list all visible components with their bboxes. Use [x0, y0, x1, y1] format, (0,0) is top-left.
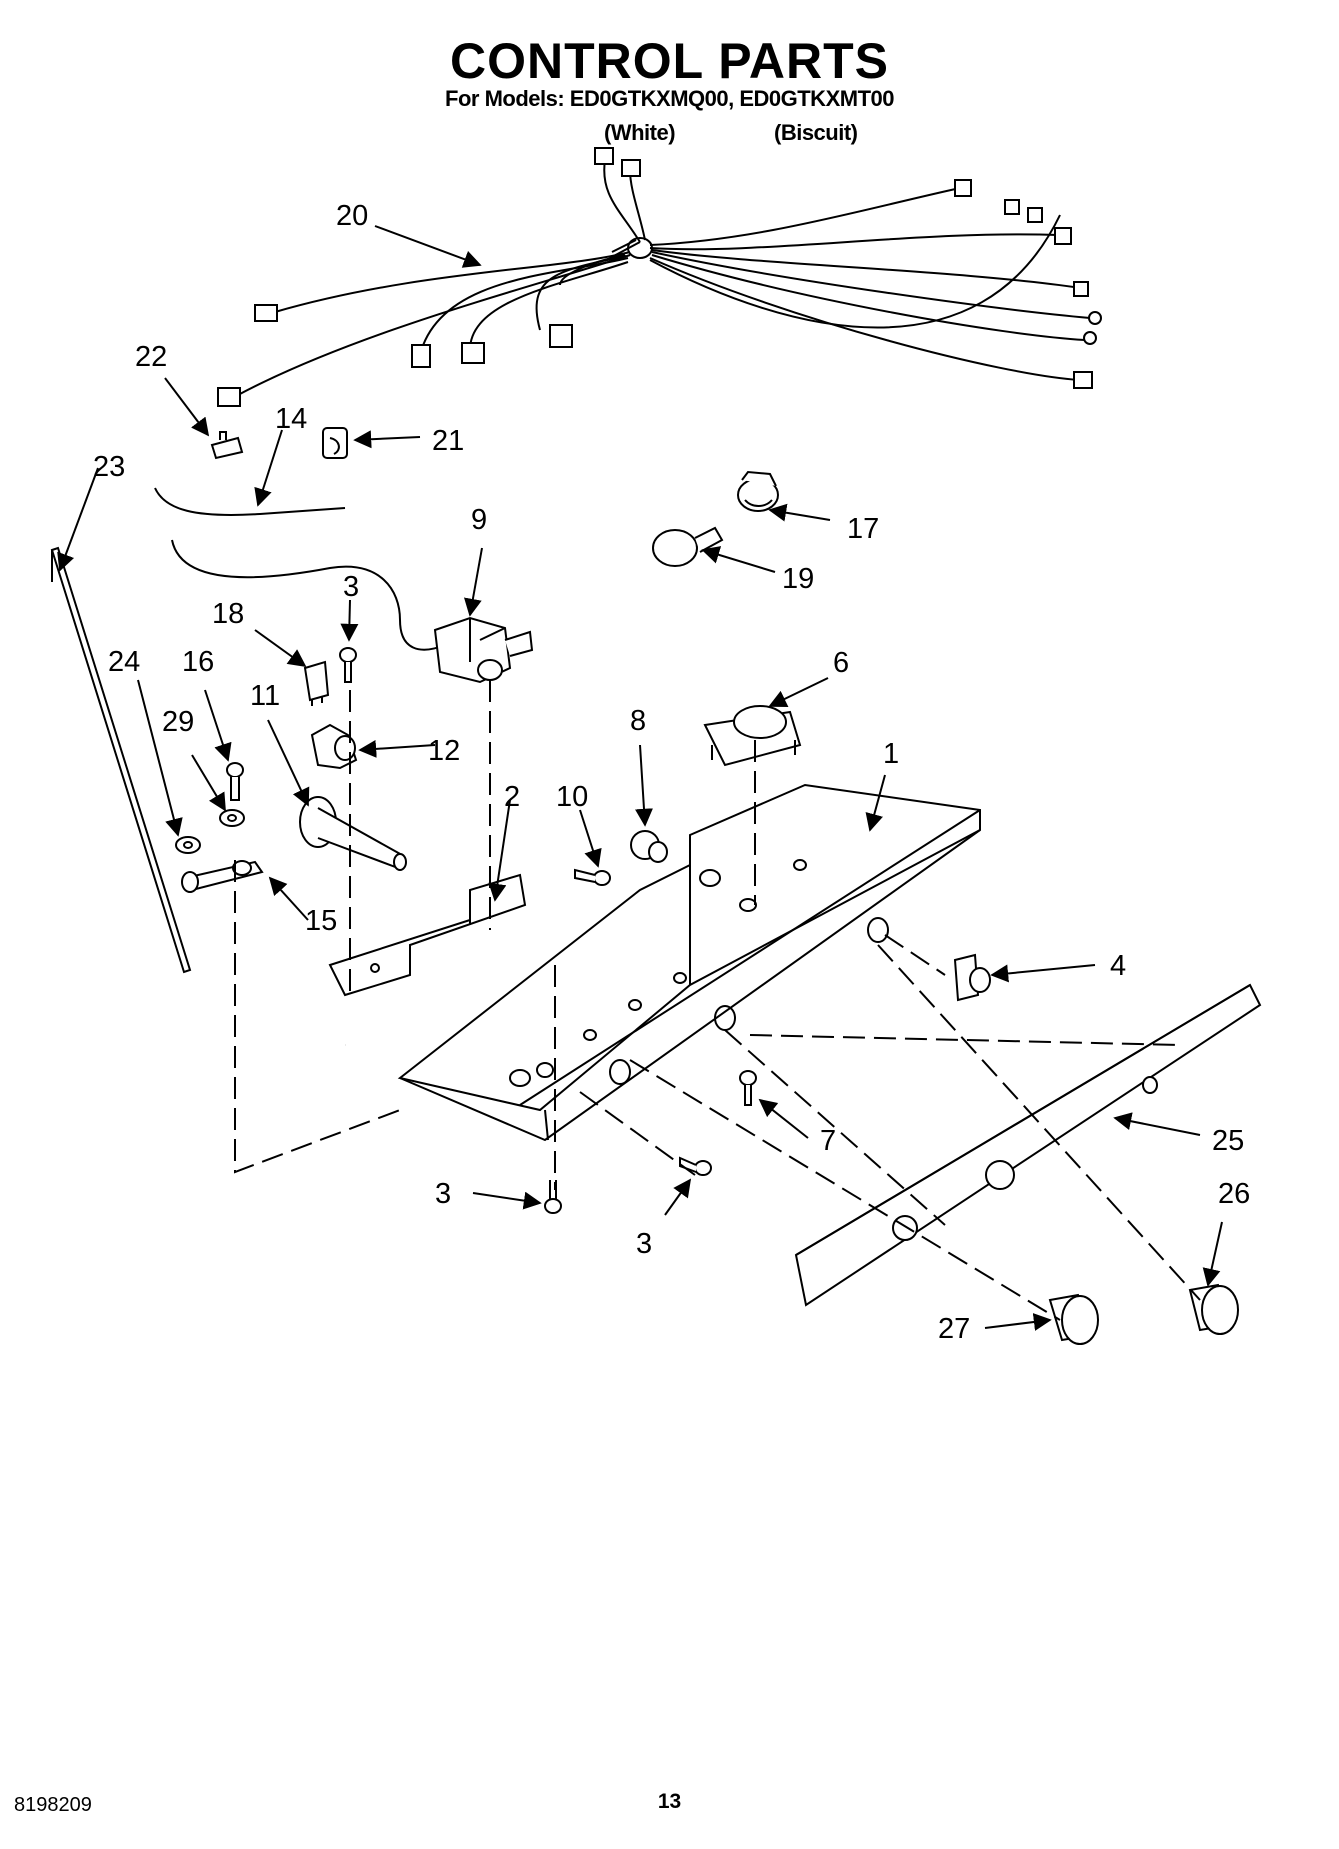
- part-10-screw: [574, 868, 611, 886]
- part-6-timer: [703, 705, 802, 767]
- callout-4: 4: [1110, 950, 1126, 982]
- part-16-screw: [226, 762, 244, 801]
- models-line: For Models: ED0GTKXMQ00, ED0GTKXMT00: [445, 86, 894, 111]
- part-8-grommet: [630, 830, 668, 863]
- callout-17: 17: [847, 513, 879, 545]
- page-number: 13: [657, 1790, 682, 1813]
- callout-14: 14: [275, 403, 307, 435]
- part-14-tube: [154, 487, 446, 651]
- color-white-label: (White): [604, 120, 676, 145]
- part-23-rod: [50, 546, 192, 974]
- leader-arrows: [57, 225, 1223, 1331]
- part-7-screw: [739, 1070, 757, 1106]
- part-19-bulb: [652, 526, 724, 567]
- page-title: CONTROL PARTS: [450, 33, 889, 89]
- callout-22: 22: [135, 341, 167, 373]
- callout-8: 8: [630, 705, 646, 737]
- callout-23: 23: [93, 451, 125, 483]
- callout-1: 1: [883, 738, 899, 770]
- callout-6: 6: [833, 647, 849, 679]
- callout-20: 20: [336, 200, 368, 232]
- callout-3-top: 3: [343, 571, 359, 603]
- callout-10: 10: [556, 781, 588, 813]
- part-22-clip: [210, 431, 244, 460]
- wire-harness: [217, 147, 1102, 407]
- callout-26: 26: [1218, 1178, 1250, 1210]
- part-18-clip: [303, 660, 330, 706]
- part-24-washer: [175, 836, 201, 854]
- callout-29: 29: [162, 706, 194, 738]
- alignment-lines: [234, 680, 1201, 1321]
- part-29-washer: [219, 809, 245, 827]
- part-21-clamp: [322, 427, 348, 459]
- part-15-lever: [181, 860, 264, 893]
- part-4-switch: [953, 953, 991, 1002]
- part-2-bracket: [328, 873, 527, 997]
- part-17-socket: [737, 470, 779, 512]
- doc-number: 8198209: [14, 1794, 92, 1816]
- callout-19: 19: [782, 563, 814, 595]
- callout-21: 21: [432, 425, 464, 457]
- part-3-screw-upper: [339, 647, 357, 683]
- callout-7: 7: [820, 1125, 836, 1157]
- part-27-knob: [1048, 1293, 1099, 1345]
- callout-18: 18: [212, 598, 244, 630]
- part-1-control-housing: [397, 783, 981, 1142]
- part-9-switch: [433, 616, 534, 684]
- callout-16: 16: [182, 646, 214, 678]
- callout-24: 24: [108, 646, 140, 678]
- callout-15: 15: [305, 905, 337, 937]
- callout-27: 27: [938, 1313, 970, 1345]
- part-11-control-shaft: [299, 796, 407, 871]
- callout-2: 2: [504, 781, 520, 813]
- callout-9: 9: [471, 504, 487, 536]
- callout-11: 11: [250, 680, 280, 712]
- callout-3-bottom: 3: [636, 1228, 652, 1260]
- part-26-knob: [1188, 1283, 1239, 1335]
- callout-labels: 20 22 21 14 23 9 17 19 3 18 24 16 11 12 …: [93, 200, 1250, 1345]
- callout-12: 12: [428, 735, 460, 767]
- callout-3-left: 3: [435, 1178, 451, 1210]
- callout-25: 25: [1212, 1125, 1244, 1157]
- part-25-control-panel: [794, 983, 1262, 1307]
- color-biscuit-label: (Biscuit): [774, 120, 858, 145]
- part-3-screw-lower-left: [544, 1180, 562, 1214]
